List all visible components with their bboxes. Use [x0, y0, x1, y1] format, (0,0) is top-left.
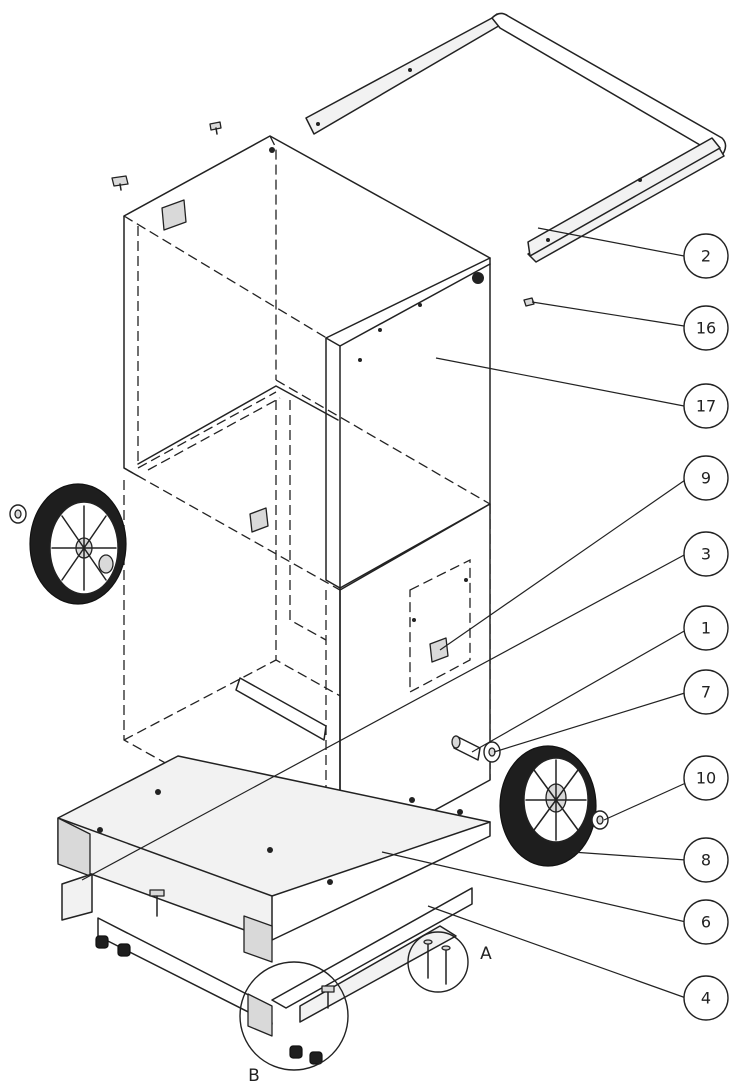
callout-9: 9 — [683, 455, 729, 501]
detail-label-b: B — [248, 1066, 260, 1086]
leader-lines — [81, 227, 689, 999]
callout-label: 3 — [701, 545, 711, 564]
callout-10: 10 — [683, 755, 729, 801]
callout-label: 1 — [701, 619, 711, 638]
callout-label: 10 — [696, 769, 716, 788]
detail-label-a: A — [480, 944, 492, 964]
callout-label: 8 — [701, 851, 711, 870]
callout-label: 17 — [696, 397, 716, 416]
callout-17: 17 — [683, 383, 729, 429]
base-plate — [57, 755, 491, 963]
callout-6: 6 — [683, 899, 729, 945]
cabinet-body — [123, 135, 491, 863]
callout-7: 7 — [683, 669, 729, 715]
bottom-rail — [61, 873, 473, 1065]
callout-4: 4 — [683, 975, 729, 1021]
callout-2: 2 — [683, 233, 729, 279]
callout-16: 16 — [683, 305, 729, 351]
handle-part — [305, 12, 727, 263]
axle-parts — [451, 735, 501, 763]
callout-label: 16 — [696, 319, 716, 338]
detail-b-circle — [239, 961, 349, 1071]
right-wheel — [499, 745, 609, 867]
callout-label: 7 — [701, 683, 711, 702]
left-wheel — [9, 483, 127, 605]
callout-label: 6 — [701, 913, 711, 932]
callout-label: 9 — [701, 469, 711, 488]
detail-a-bolts — [407, 931, 469, 993]
callout-1: 1 — [683, 605, 729, 651]
callout-label: 4 — [701, 989, 711, 1008]
callout-8: 8 — [683, 837, 729, 883]
callout-label: 2 — [701, 247, 711, 266]
callout-3: 3 — [683, 531, 729, 577]
